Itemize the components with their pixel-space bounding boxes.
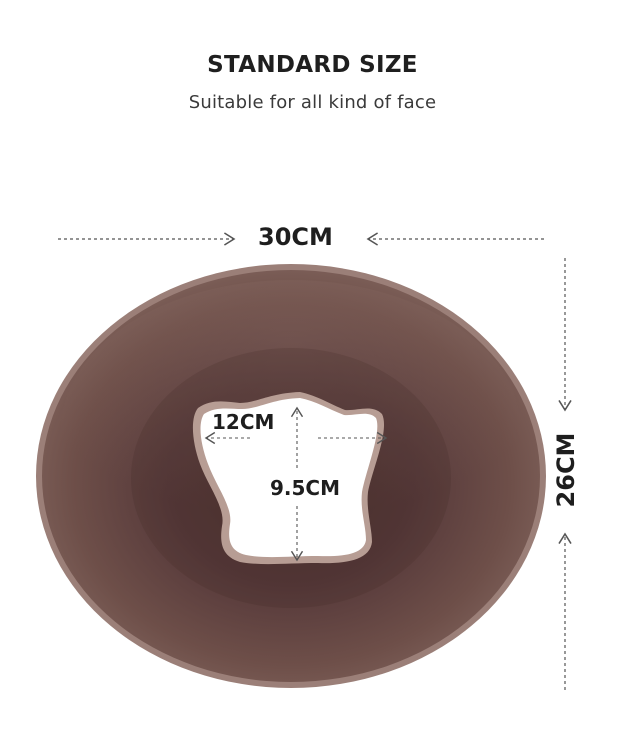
hole-height-label: 9.5CM (270, 476, 341, 500)
width-label: 30CM (258, 223, 333, 251)
height-label: 26CM (552, 432, 580, 508)
page-subtitle: Suitable for all kind of face (188, 92, 437, 113)
page-title: STANDARD SIZE (207, 52, 418, 78)
hole-width-label: 12CM (212, 410, 275, 434)
cushion-icon (36, 264, 546, 688)
